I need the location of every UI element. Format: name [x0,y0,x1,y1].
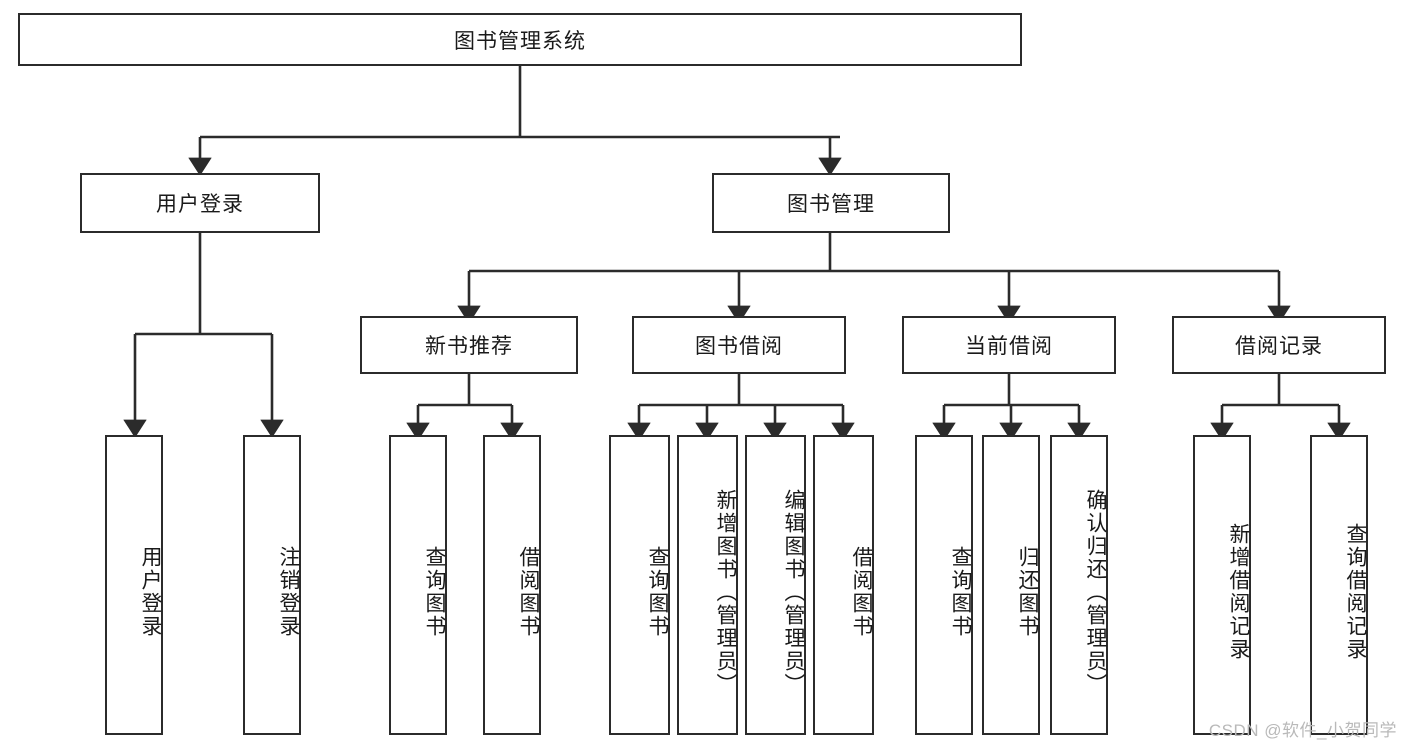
node-label: 查询图书 [949,546,972,638]
node-label: 新增借阅记录 [1227,523,1250,661]
leaf-book-borrow-edit-book-admin[interactable]: 编辑图书（管理员） [745,435,806,735]
leaf-borrow-record-query-record[interactable]: 查询借阅记录 [1310,435,1368,735]
node-label: 新书推荐 [425,335,513,358]
node-label: 当前借阅 [965,335,1053,358]
node-label: 用户登录 [156,193,244,216]
node-label: 查询图书 [646,546,669,638]
leaf-new-book-borrow-books[interactable]: 借阅图书 [483,435,541,735]
node-label: 编辑图书（管理员） [782,488,805,696]
node-label: 注销登录 [277,546,300,638]
node-new-book-recommend[interactable]: 新书推荐 [360,316,578,374]
node-user-login[interactable]: 用户登录 [80,173,320,233]
leaf-current-borrow-query-books[interactable]: 查询图书 [915,435,973,735]
node-book-borrow[interactable]: 图书借阅 [632,316,846,374]
node-label: 图书管理系统 [454,29,586,53]
leaf-user-login-logout[interactable]: 注销登录 [243,435,301,735]
leaf-borrow-record-add-record[interactable]: 新增借阅记录 [1193,435,1251,735]
leaf-book-borrow-add-book-admin[interactable]: 新增图书（管理员） [677,435,738,735]
leaf-user-login-login[interactable]: 用户登录 [105,435,163,735]
node-label: 归还图书 [1016,546,1039,638]
node-root-book-management-system[interactable]: 图书管理系统 [18,13,1022,66]
node-label: 用户登录 [139,546,162,638]
leaf-new-book-query-books[interactable]: 查询图书 [389,435,447,735]
node-label: 新增图书（管理员） [714,488,737,696]
node-current-borrow[interactable]: 当前借阅 [902,316,1116,374]
node-label: 查询借阅记录 [1344,523,1367,661]
node-label: 借阅记录 [1235,335,1323,358]
node-label: 查询图书 [423,546,446,638]
node-borrow-record[interactable]: 借阅记录 [1172,316,1386,374]
node-label: 借阅图书 [850,546,873,638]
leaf-current-borrow-return-books[interactable]: 归还图书 [982,435,1040,735]
node-label: 确认归还（管理员） [1084,488,1107,696]
leaf-book-borrow-borrow-books[interactable]: 借阅图书 [813,435,874,735]
node-label: 图书管理 [787,193,875,216]
leaf-book-borrow-query-books[interactable]: 查询图书 [609,435,670,735]
node-label: 图书借阅 [695,335,783,358]
node-book-management[interactable]: 图书管理 [712,173,950,233]
node-label: 借阅图书 [517,546,540,638]
leaf-current-borrow-confirm-return-admin[interactable]: 确认归还（管理员） [1050,435,1108,735]
csdn-watermark: CSDN @软件_小贺同学 [1208,721,1397,740]
